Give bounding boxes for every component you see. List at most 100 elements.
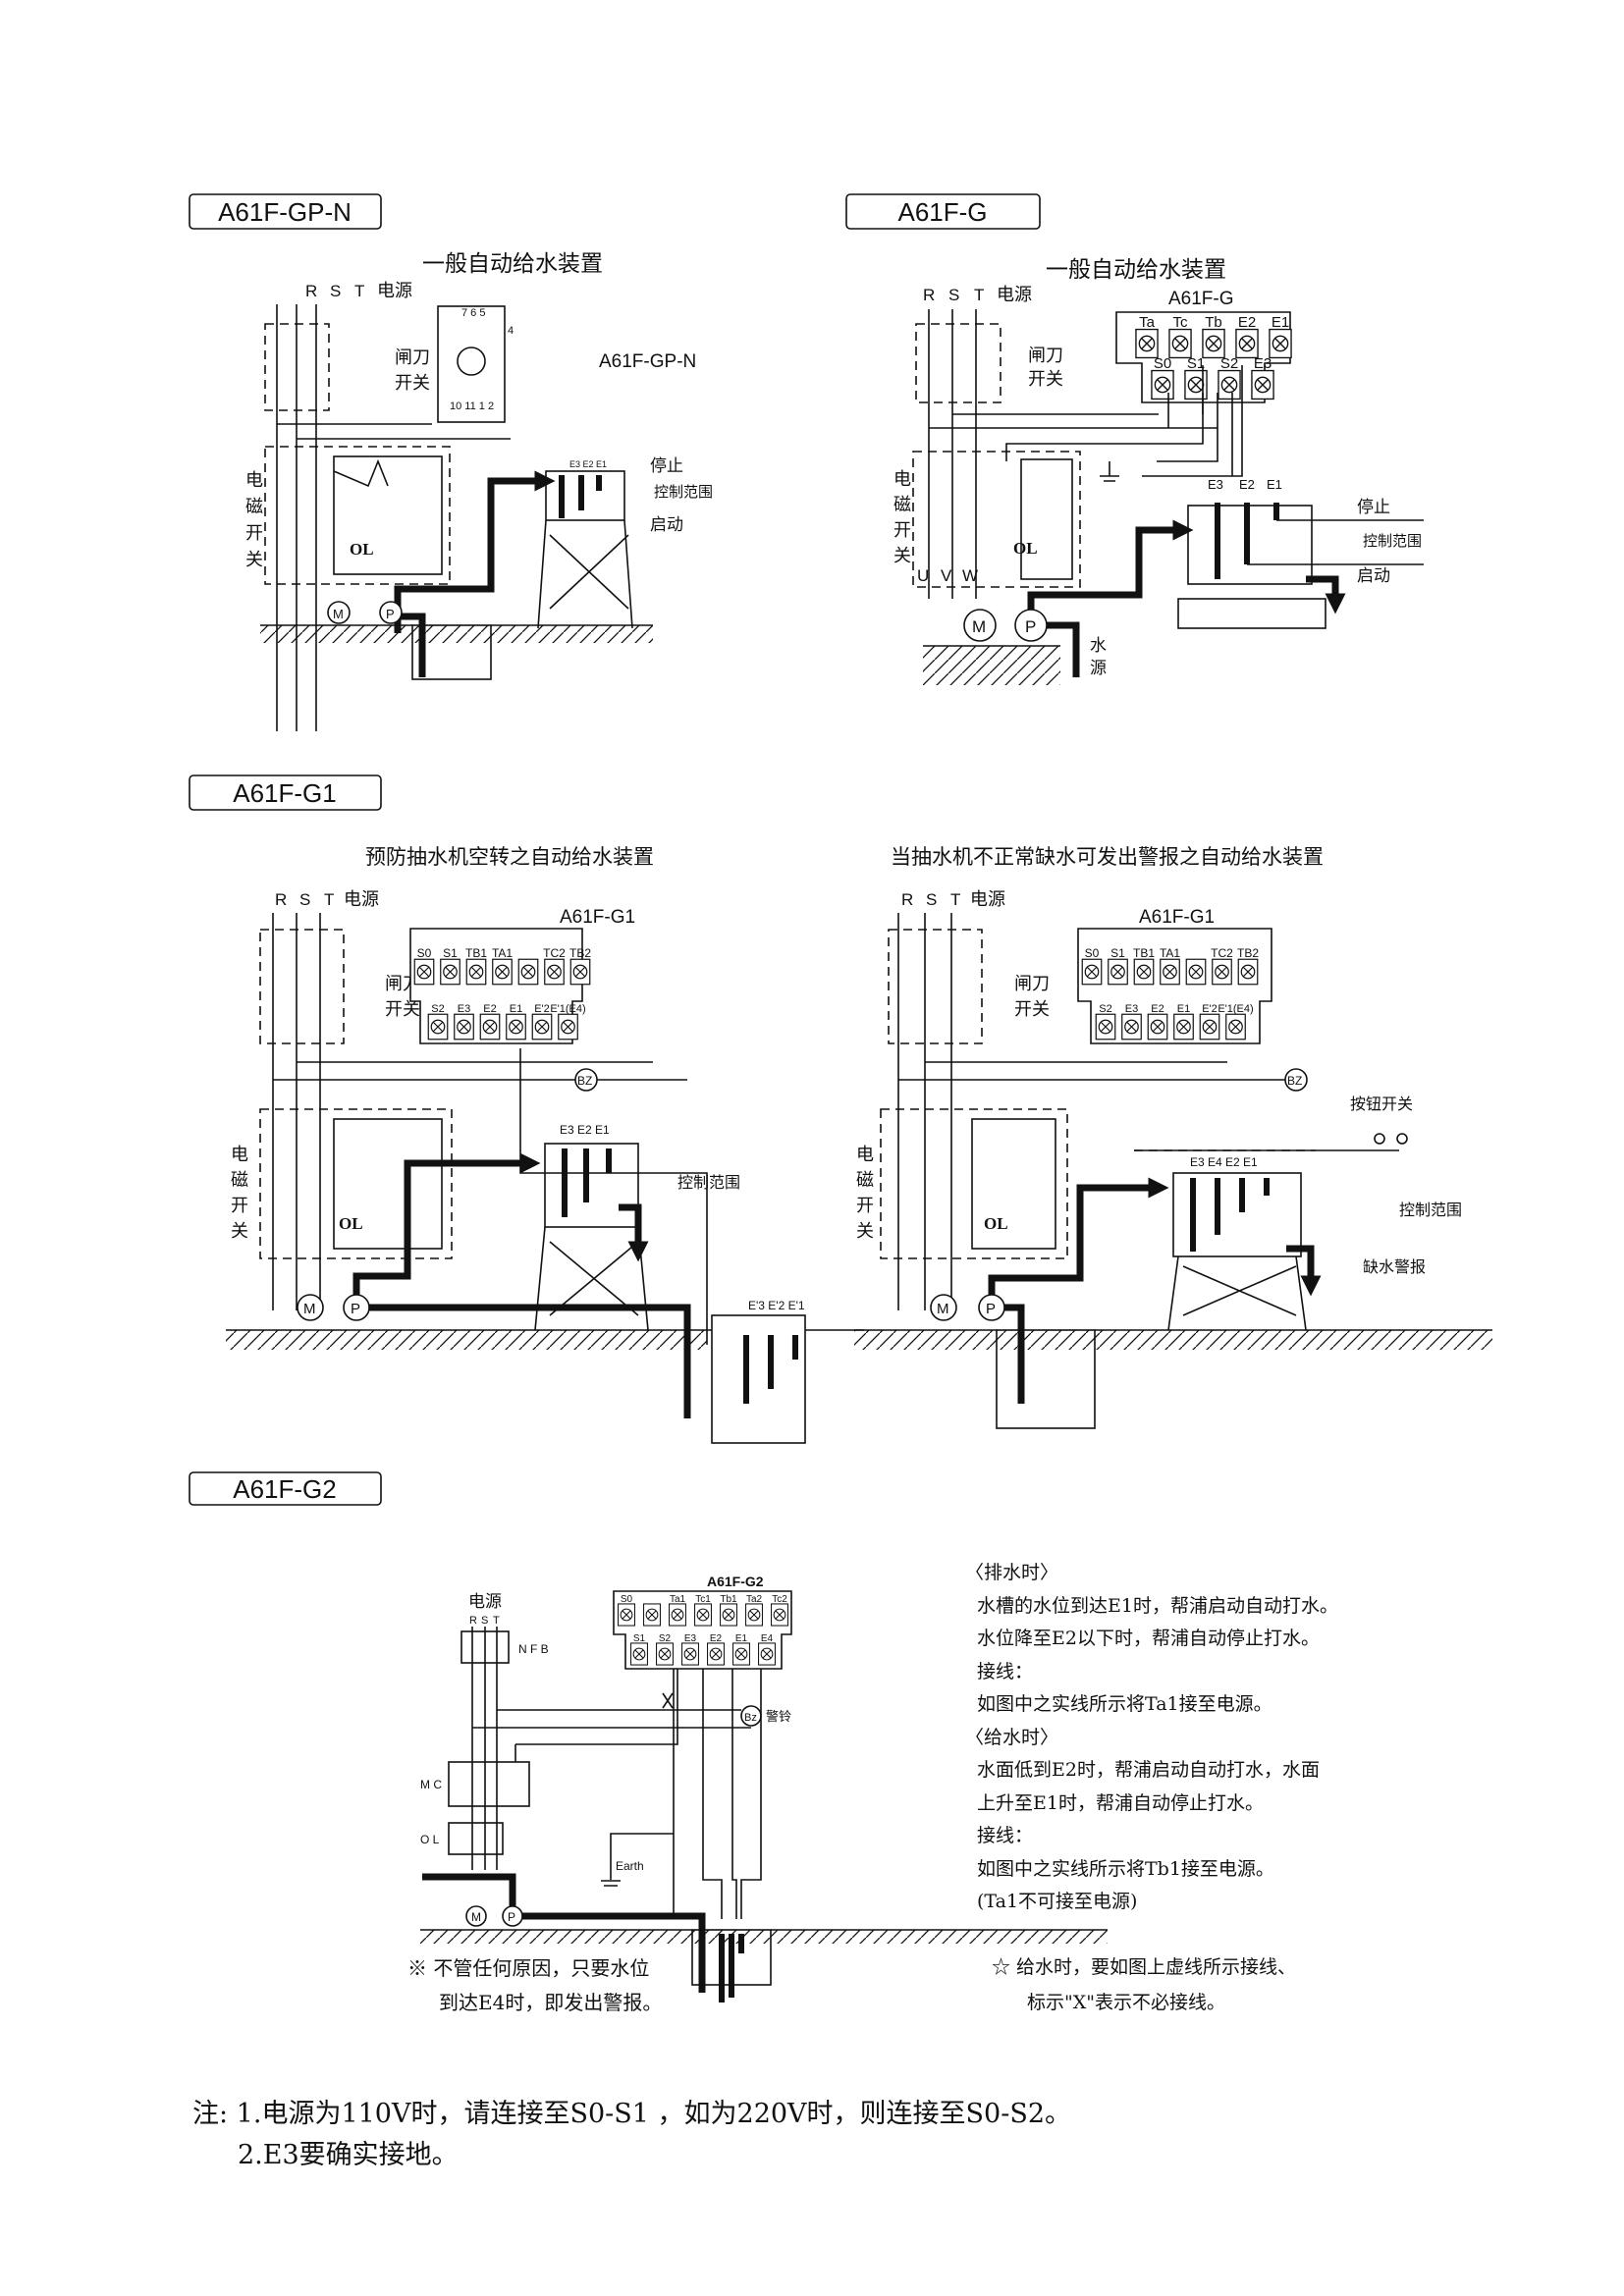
svg-text:闸刀: 闸刀 [1028, 346, 1063, 366]
terminal-label: S0 [1154, 355, 1171, 372]
svg-text:关: 关 [893, 546, 911, 566]
svg-text:R: R [275, 890, 287, 909]
terminal-label: TB2 [569, 946, 591, 960]
terminal-label: Tb1 [720, 1594, 737, 1605]
svg-text:缺水警报: 缺水警报 [1363, 1257, 1426, 1276]
terminal-screw [479, 1013, 501, 1041]
tag-a61f-g2: A61F-G2 [189, 1471, 382, 1506]
terminal-label: S1 [443, 946, 458, 960]
terminal-screw [745, 1603, 763, 1627]
svg-text:S: S [330, 282, 341, 300]
terminal-label: Ta1 [670, 1594, 686, 1605]
terminal-label: E'1(E4) [550, 1003, 585, 1015]
svg-text:闸刀: 闸刀 [395, 347, 430, 368]
terminal-screw [1147, 1013, 1168, 1041]
svg-text:开关: 开关 [395, 373, 430, 394]
svg-text:M: M [303, 1301, 316, 1317]
svg-text:P: P [386, 607, 395, 621]
diagram-title: 当抽水机不正常缺水可发出警报之自动给水装置 [891, 845, 1324, 869]
svg-text:R: R [901, 890, 913, 909]
terminal-screw [427, 1013, 449, 1041]
terminal-label: E1 [510, 1003, 522, 1015]
terminal-screw [1199, 1013, 1220, 1041]
terminal-label: E'2 [1202, 1003, 1218, 1015]
svg-text:E2: E2 [1239, 477, 1255, 492]
svg-text:源: 源 [1090, 659, 1107, 678]
svg-text:关: 关 [856, 1221, 874, 1242]
terminal-label: E3 [1125, 1003, 1138, 1015]
terminal-screw [413, 958, 435, 986]
svg-text:E3 E4 E2 E1: E3 E4 E2 E1 [1190, 1155, 1258, 1169]
svg-text:U: U [917, 566, 929, 585]
terminal-label: TC2 [1211, 946, 1233, 960]
terminal-screw [440, 958, 460, 986]
terminal-screw [681, 1642, 699, 1666]
terminal-label: E3 [1254, 355, 1272, 372]
diagram-title: 一般自动给水装置 [422, 251, 603, 277]
terminal-screw [531, 1013, 553, 1041]
terminal-label: S1 [1187, 355, 1205, 372]
terminal-label: TA1 [492, 946, 513, 960]
svg-text:启动: 启动 [1357, 566, 1390, 586]
svg-text:OL: OL [984, 1214, 1008, 1233]
terminal-screw [454, 1013, 474, 1041]
terminal-screw [1225, 1013, 1246, 1041]
terminal-screw [694, 1603, 712, 1627]
terminal-screw [771, 1603, 788, 1627]
terminal-label: S2 [431, 1003, 444, 1015]
svg-text:开: 开 [231, 1196, 248, 1216]
terminal-screw [1108, 958, 1128, 986]
terminal-screw [544, 958, 565, 986]
note-dashed-wiring: ☆ 给水时，要如图上虚线所示接线、 标示"X"表示不必接线。 [992, 1956, 1297, 2013]
tag-a61f-g: A61F-G [845, 193, 1041, 230]
footnotes: 注: 1.电源为110V时，请连接至S0-S1 ，如为220V时，则连接至S0-… [192, 2094, 1071, 2176]
terminal-label: S0 [417, 946, 432, 960]
svg-text:开: 开 [856, 1196, 874, 1216]
svg-text:O L: O L [420, 1833, 440, 1846]
terminal-label: E3 [684, 1633, 697, 1644]
svg-text:关: 关 [231, 1221, 248, 1242]
g2-instructions: 〈排水时〉 水槽的水位到达E1时，帮浦启动自动打水。 水位降至E2以下时，帮浦自… [965, 1562, 1338, 1912]
svg-text:A61F-G: A61F-G [897, 197, 987, 227]
terminal-screw [1202, 328, 1225, 359]
svg-text:BZ: BZ [1287, 1074, 1302, 1088]
terminal-screw [1185, 958, 1207, 986]
svg-text:E1: E1 [1267, 477, 1282, 492]
svg-text:Earth: Earth [616, 1859, 644, 1873]
terminal-label: E'2 [534, 1003, 550, 1015]
terminal-screw [669, 1603, 686, 1627]
terminal-label: E4 [761, 1633, 774, 1644]
tag-a61f-g1: A61F-G1 [189, 774, 382, 811]
terminal-screw [465, 958, 487, 986]
footnote-1: 注: 1.电源为110V时，请连接至S0-S1 ，如为220V时，则连接至S0-… [192, 2099, 1072, 2129]
terminal-screw [758, 1642, 776, 1666]
terminal-label: Tc2 [772, 1594, 787, 1605]
svg-text:10 11 1 2: 10 11 1 2 [450, 400, 494, 412]
terminal-screw [1168, 328, 1192, 359]
terminal-screw [707, 1642, 725, 1666]
terminal-label: Tb [1205, 314, 1222, 331]
svg-text:T: T [950, 890, 960, 909]
terminal-screw [1173, 1013, 1194, 1041]
terminal-label: E'1(E4) [1218, 1003, 1253, 1015]
terminal-label: E2 [710, 1633, 723, 1644]
svg-text:M: M [972, 617, 986, 636]
svg-text:Bz: Bz [744, 1712, 757, 1724]
terminal-screw [643, 1603, 661, 1627]
svg-text:电源: 电源 [377, 281, 412, 301]
terminal-label: E2 [483, 1003, 496, 1015]
svg-text:水: 水 [1090, 636, 1107, 656]
svg-text:R: R [923, 286, 935, 304]
svg-text:T: T [324, 890, 334, 909]
terminal-screw [1151, 369, 1174, 400]
svg-text:A61F-G1: A61F-G1 [233, 778, 337, 808]
svg-text:S: S [299, 890, 310, 909]
terminal-screw [1212, 958, 1232, 986]
svg-text:电: 电 [893, 469, 911, 490]
terminal-screw [656, 1642, 674, 1666]
terminal-screw [1269, 328, 1292, 359]
terminal-screw [1218, 369, 1241, 400]
